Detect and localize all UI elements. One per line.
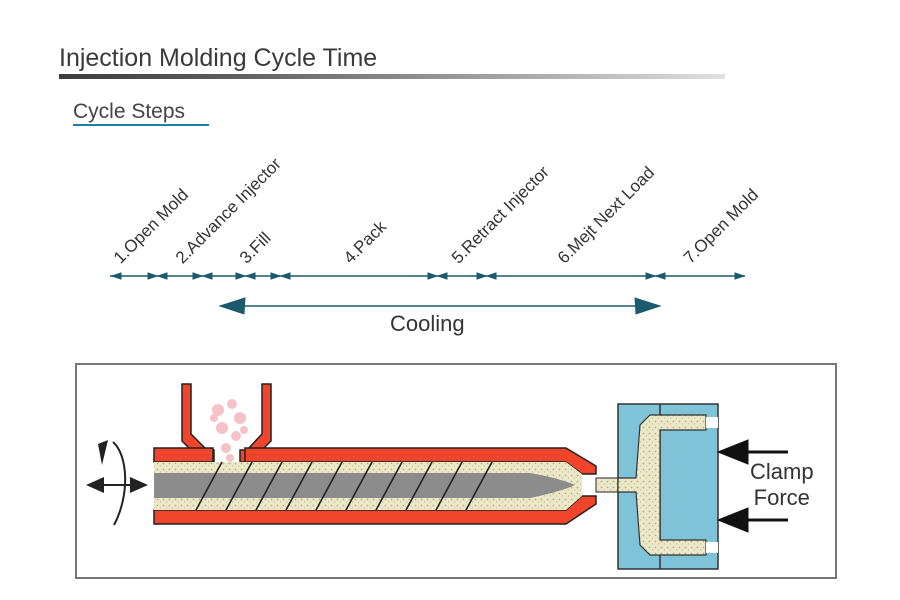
cooling-left-arrow xyxy=(218,297,246,315)
timeline-axis xyxy=(110,272,746,280)
tick-arrow xyxy=(270,272,282,280)
clamp-force-arrows xyxy=(716,439,788,533)
tick-arrow xyxy=(147,272,159,280)
clamp-label-line2: Force xyxy=(753,485,810,510)
vent-bottom xyxy=(706,542,718,553)
section-subtitle[interactable]: Cycle Steps xyxy=(73,100,186,123)
tick-arrow xyxy=(235,272,247,280)
tick-arrow xyxy=(427,272,439,280)
tick-arrow xyxy=(279,272,291,280)
mold xyxy=(617,403,719,570)
title-underline xyxy=(59,74,725,79)
screw-flights xyxy=(195,461,493,511)
mold-cavity xyxy=(617,414,707,556)
tick-arrow xyxy=(192,272,204,280)
tick-arrow xyxy=(476,272,488,280)
clamp-force-label: Clamp Force xyxy=(750,459,814,511)
clamp-arrow-top xyxy=(716,439,749,465)
plastic-pellets xyxy=(210,399,248,462)
cooling-span xyxy=(218,297,662,315)
vent-top xyxy=(706,417,718,428)
barrel xyxy=(153,447,619,525)
cooling-label: Cooling xyxy=(390,311,465,336)
cooling-right-arrow xyxy=(634,297,662,315)
timeline-end-arrow xyxy=(734,272,746,280)
clamp-label-line1: Clamp xyxy=(750,459,814,484)
screw-motion-icon xyxy=(86,440,148,526)
tick-arrow xyxy=(244,272,256,280)
page-title: Injection Molding Cycle Time xyxy=(59,44,378,72)
clamp-arrow-bottom xyxy=(716,507,749,533)
timeline-start-arrow xyxy=(110,272,122,280)
tick-arrow xyxy=(485,272,497,280)
tick-arrow xyxy=(436,272,448,280)
nozzle xyxy=(595,477,619,493)
tick-arrow xyxy=(201,272,213,280)
tick-arrow xyxy=(645,272,657,280)
tick-arrow xyxy=(156,272,168,280)
tick-arrow xyxy=(654,272,666,280)
screw xyxy=(154,473,575,498)
subtitle-underline xyxy=(73,124,209,126)
